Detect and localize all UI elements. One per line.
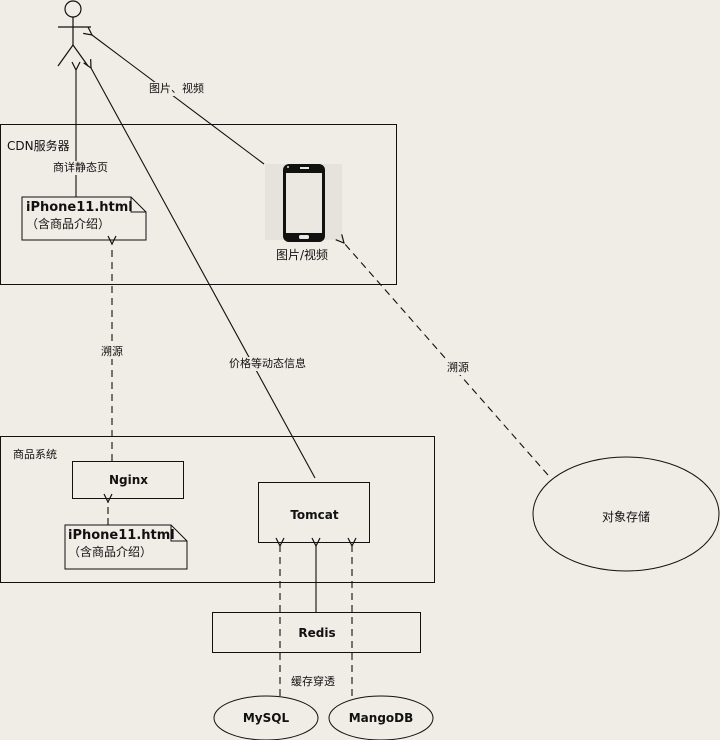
edge-label-cdn-origin: 溯源	[101, 345, 123, 359]
redis-box	[212, 612, 421, 653]
mongodb-ellipse	[328, 695, 434, 740]
edge-label-dynamic-to-user: 价格等动态信息	[229, 357, 306, 371]
cdn-note-text: iPhone11.html （含商品介绍）	[26, 200, 133, 232]
cdn-note-filename: iPhone11.html	[26, 200, 133, 215]
cdn-container-title: CDN服务器	[7, 139, 70, 153]
redis-label: Redis	[298, 626, 336, 640]
edge-label-media-origin: 溯源	[447, 361, 469, 375]
cdn-container	[0, 124, 397, 285]
origin-html-note	[64, 524, 188, 570]
mysql-ellipse	[213, 695, 319, 740]
edge-dynamic-to-user	[91, 68, 316, 479]
edge-label-cache-penetration: 缓存穿透	[291, 675, 335, 689]
tomcat-label: Tomcat	[290, 508, 339, 522]
cdn-note-desc: （含商品介绍）	[26, 217, 111, 231]
product-system-container	[0, 436, 435, 583]
object-storage-label: 对象存储	[601, 510, 650, 524]
origin-note-text: iPhone11.html （含商品介绍）	[68, 528, 175, 560]
cdn-html-note	[21, 196, 147, 241]
edge-media-origin	[344, 243, 549, 476]
edge-media-to-user	[92, 35, 265, 165]
object-storage-ellipse	[532, 456, 720, 572]
mongodb-label: MangoDB	[348, 711, 414, 725]
edge-label-media-to-user: 图片、视频	[149, 82, 204, 96]
origin-note-desc: （含商品介绍）	[68, 545, 153, 559]
nginx-box	[72, 461, 184, 499]
edge-label-static-to-user: 商详静态页	[53, 161, 108, 175]
mysql-label: MySQL	[242, 711, 290, 725]
origin-note-filename: iPhone11.html	[68, 528, 175, 543]
product-system-title: 商品系统	[13, 448, 57, 461]
actor-user-icon	[57, 0, 91, 67]
nginx-label: Nginx	[108, 473, 149, 487]
phone-icon	[265, 164, 342, 242]
phone-label: 图片/视频	[276, 248, 329, 262]
